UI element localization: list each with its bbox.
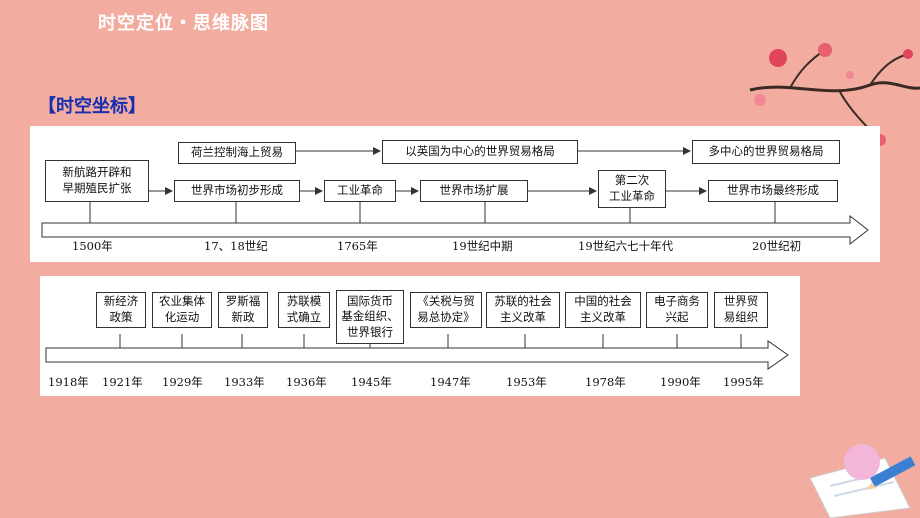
event-line: 罗斯福 xyxy=(225,294,261,309)
year-label: 1990年 xyxy=(660,375,701,389)
timeline-panel-modern: 新经济 政策 农业集体 化运动 罗斯福 新政 苏联模 式确立 国际货币 基金组织… xyxy=(40,276,800,396)
year-label: 1929年 xyxy=(162,375,203,389)
year-label: 1936年 xyxy=(286,375,327,389)
event-second-industrial-revolution-line1: 第二次 xyxy=(614,173,650,188)
event-soviet-reform: 苏联的社会 主义改革 xyxy=(486,292,560,328)
event-line: 主义改革 xyxy=(580,310,626,324)
event-line: 新政 xyxy=(231,310,255,324)
event-e-commerce: 电子商务 兴起 xyxy=(646,292,708,328)
event-soviet-model: 苏联模 式确立 xyxy=(278,292,330,328)
event-line: 苏联的社会 xyxy=(494,294,552,309)
event-line: 政策 xyxy=(109,310,133,324)
event-second-industrial-revolution: 第二次 工业革命 xyxy=(598,170,666,208)
event-gatt: 《关税与贸 易总协定》 xyxy=(410,292,482,328)
event-line: 国际货币 xyxy=(347,293,393,308)
event-new-sea-routes-line1: 新航路开辟和 xyxy=(62,165,132,180)
section-title: 【时空坐标】 xyxy=(38,96,146,117)
year-label: 1978年 xyxy=(585,375,626,389)
event-line: 化运动 xyxy=(164,310,200,324)
timeline-panel-early: 新航路开辟和 早期殖民扩张 荷兰控制海上贸易 世界市场初步形成 工业革命 以英国… xyxy=(30,126,880,262)
event-line: 农业集体 xyxy=(159,294,205,309)
event-collectivization: 农业集体 化运动 xyxy=(152,292,212,328)
year-label: 1918年 xyxy=(48,375,89,389)
event-new-sea-routes-line2: 早期殖民扩张 xyxy=(62,181,132,195)
timeline-arrow-modern xyxy=(45,334,789,370)
event-line: 《关税与贸 xyxy=(417,294,475,309)
event-world-market-initial: 世界市场初步形成 xyxy=(174,180,300,202)
year-label: 1995年 xyxy=(723,375,764,389)
event-industrial-revolution: 工业革命 xyxy=(324,180,396,202)
event-line: 中国的社会 xyxy=(574,294,632,309)
event-line: 苏联模 xyxy=(286,294,322,309)
year-label: 19世纪六七十年代 xyxy=(578,239,674,253)
year-label: 20世纪初 xyxy=(752,239,802,253)
event-new-sea-routes: 新航路开辟和 早期殖民扩张 xyxy=(45,160,149,202)
event-line: 世界银行 xyxy=(347,324,393,339)
paper-pencil-decoration xyxy=(809,444,916,518)
year-label: 1953年 xyxy=(506,375,547,389)
event-china-reform: 中国的社会 主义改革 xyxy=(565,292,641,328)
event-line: 式确立 xyxy=(286,310,322,324)
event-dutch-maritime-trade: 荷兰控制海上贸易 xyxy=(178,142,296,164)
event-line: 世界贸 xyxy=(723,294,759,309)
event-imf-world-bank: 国际货币 基金组织、 世界银行 xyxy=(336,290,404,344)
event-britain-centered-trade: 以英国为中心的世界贸易格局 xyxy=(382,140,578,164)
year-label: 1933年 xyxy=(224,375,265,389)
page-header-title: 时空定位・思维脉图 xyxy=(98,13,269,34)
event-line: 主义改革 xyxy=(500,310,546,324)
event-wto: 世界贸 易组织 xyxy=(714,292,768,328)
event-line: 易组织 xyxy=(723,310,759,324)
event-line: 电子商务 xyxy=(654,294,700,309)
year-label: 17、18世纪 xyxy=(204,239,268,253)
event-multi-center-trade: 多中心的世界贸易格局 xyxy=(692,140,840,164)
event-second-industrial-revolution-line2: 工业革命 xyxy=(609,189,655,203)
year-label: 1921年 xyxy=(102,375,143,389)
event-new-deal: 罗斯福 新政 xyxy=(218,292,268,328)
year-label: 1945年 xyxy=(351,375,392,389)
event-line: 基金组织、 xyxy=(341,309,399,324)
year-label: 1765年 xyxy=(337,239,378,253)
event-line: 新经济 xyxy=(103,294,139,309)
event-nep: 新经济 政策 xyxy=(96,292,146,328)
year-label: 19世纪中期 xyxy=(452,239,513,253)
year-label: 1500年 xyxy=(72,239,113,253)
event-world-market-expansion: 世界市场扩展 xyxy=(420,180,528,202)
year-label: 1947年 xyxy=(430,375,471,389)
event-line: 易总协定》 xyxy=(417,310,475,324)
event-line: 兴起 xyxy=(665,310,689,324)
timeline-arrows xyxy=(41,147,869,246)
event-world-market-final: 世界市场最终形成 xyxy=(708,180,838,202)
